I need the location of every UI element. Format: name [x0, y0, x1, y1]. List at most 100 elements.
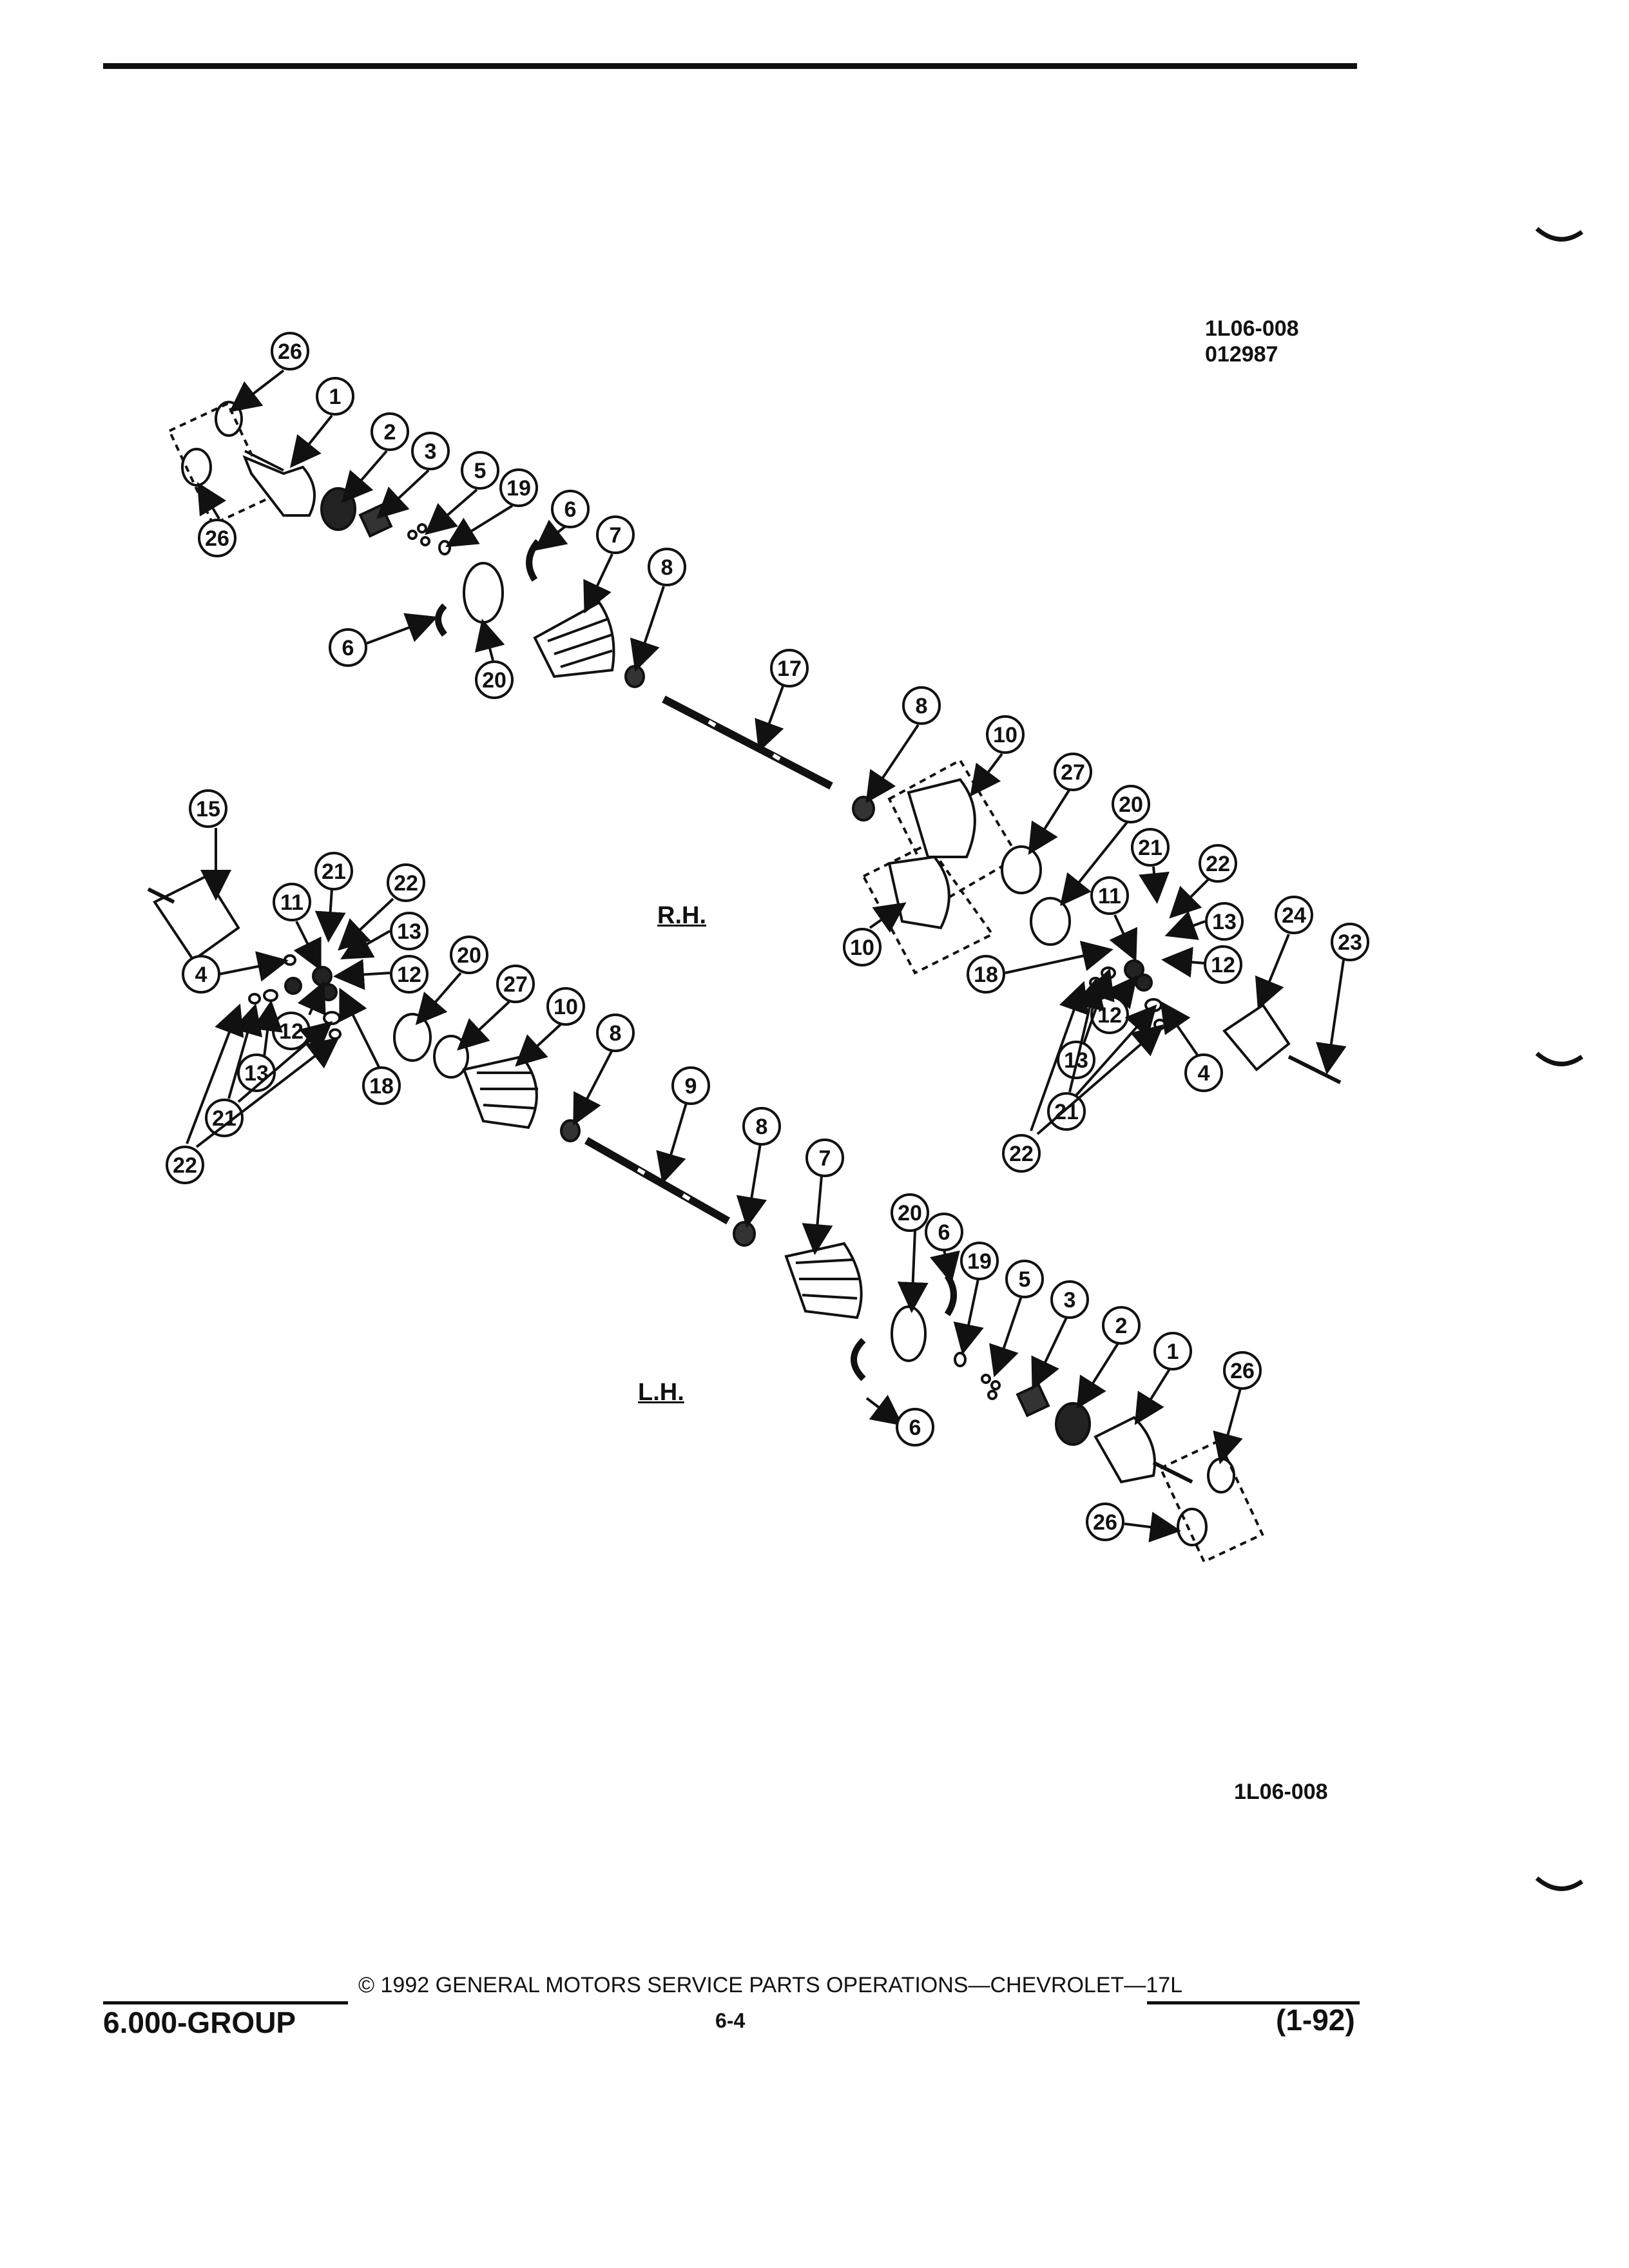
footer-rule-left [103, 2001, 348, 2004]
callout-8-rh-upper: 8 [630, 548, 686, 672]
svg-text:1: 1 [329, 385, 342, 409]
svg-text:4: 4 [1198, 1061, 1210, 1086]
rh-halfshaft [662, 695, 833, 790]
svg-text:27: 27 [503, 972, 528, 997]
callout-8-lh-lower: 8 [736, 1107, 781, 1228]
callout-3-rh: 3 [376, 432, 450, 519]
lh-retainer-8b [733, 1221, 756, 1247]
svg-text:3: 3 [1064, 1288, 1076, 1312]
svg-text:13: 13 [397, 919, 421, 944]
lh-inner-race [1016, 1383, 1050, 1418]
figure-id: 1L06-008 [1205, 316, 1299, 341]
footer-date-code: (1-92) [1276, 2003, 1355, 2037]
svg-text:12: 12 [279, 1019, 304, 1044]
rh-retainer-8b [852, 796, 875, 822]
callout-22-lh-bottom: 22 [166, 1003, 340, 1184]
callout-10-rh-lower: 10 [843, 902, 907, 966]
lh-cage [1055, 1402, 1091, 1446]
svg-text:26: 26 [278, 340, 302, 364]
callout-15: 15 [189, 789, 231, 901]
callout-27-lh: 27 [457, 965, 535, 1051]
lh-seal-outer [1207, 1457, 1235, 1494]
lh-seal-27 [433, 1035, 469, 1079]
svg-text:18: 18 [369, 1074, 394, 1099]
callout-12-lh-bottom: 12 [272, 981, 326, 1050]
callout-8-lh-upper: 8 [573, 1014, 635, 1126]
svg-text:19: 19 [967, 1249, 992, 1274]
svg-text:24: 24 [1282, 903, 1306, 928]
lh-outer-cv-housing [1094, 1416, 1156, 1484]
callout-26-lh-top: 26 [1213, 1351, 1262, 1465]
svg-text:7: 7 [819, 1146, 831, 1171]
svg-text:21: 21 [1138, 836, 1162, 860]
svg-text:26: 26 [1093, 1510, 1117, 1535]
callout-7-lh: 7 [802, 1139, 844, 1255]
rh-seal-dashed-box [168, 401, 273, 526]
callout-group: 26 26 1 2 3 5 19 6 7 8 6 20 17 8 10 27 2… [166, 332, 1369, 1542]
left-hand-label: L.H. [638, 1379, 684, 1406]
callout-21-lh-top: 21 [314, 852, 353, 943]
svg-text:26: 26 [1230, 1359, 1255, 1383]
rh-seal-inner [181, 448, 212, 486]
rh-outer-cv-housing [242, 455, 316, 517]
svg-text:2: 2 [1115, 1314, 1128, 1338]
callout-10-rh-upper: 10 [970, 715, 1025, 797]
callout-12-rh-right: 12 [1161, 945, 1242, 984]
svg-text:2: 2 [384, 420, 396, 445]
callout-20-lh-upper: 20 [415, 936, 488, 1026]
footer-rule-right [1147, 2001, 1360, 2004]
lh-halfshaft [584, 1137, 730, 1225]
svg-text:9: 9 [685, 1074, 697, 1099]
lh-seal-inner [1177, 1508, 1208, 1546]
svg-text:12: 12 [1211, 953, 1235, 977]
rh-inner-housing [1222, 1003, 1291, 1072]
callout-9: 9 [656, 1066, 710, 1184]
callout-27-rh: 27 [1028, 753, 1092, 855]
header-rule [103, 63, 1357, 69]
svg-text:5: 5 [1019, 1267, 1031, 1292]
svg-text:27: 27 [1061, 760, 1085, 785]
callout-5-rh: 5 [424, 451, 499, 535]
callout-23: 23 [1316, 923, 1369, 1075]
callout-18-lh: 18 [339, 987, 401, 1105]
svg-text:13: 13 [1212, 910, 1237, 934]
callout-20-rh-lower: 20 [1060, 785, 1150, 907]
callout-17: 17 [755, 649, 809, 753]
svg-text:6: 6 [564, 497, 577, 522]
svg-text:20: 20 [457, 943, 481, 968]
svg-text:22: 22 [173, 1153, 197, 1178]
svg-text:15: 15 [196, 797, 220, 822]
callout-26-lh-bottom: 26 [1086, 1503, 1181, 1542]
callout-22-rh-bottom: 22 [1002, 981, 1164, 1173]
callout-26-rh-bottom: 26 [197, 482, 236, 557]
callout-22-rh-top: 22 [1169, 844, 1237, 919]
svg-text:22: 22 [1009, 1142, 1034, 1166]
svg-text:23: 23 [1338, 930, 1362, 955]
rh-ring-20 [463, 562, 504, 624]
callout-20-lh-lower: 20 [891, 1193, 929, 1313]
callout-22-lh-top: 22 [338, 863, 425, 951]
svg-text:22: 22 [394, 871, 418, 896]
svg-text:6: 6 [938, 1220, 950, 1245]
footer-group: 6.000-GROUP [103, 2006, 296, 2039]
rh-clamp-upper [526, 539, 541, 582]
svg-text:10: 10 [993, 723, 1017, 747]
lh-boot-inner [462, 1055, 538, 1129]
svg-text:20: 20 [482, 668, 506, 693]
svg-text:19: 19 [506, 476, 531, 501]
svg-text:20: 20 [1119, 793, 1143, 817]
callout-26-rh-top: 26 [229, 332, 309, 412]
callout-10-lh: 10 [515, 987, 585, 1067]
svg-text:4: 4 [195, 963, 207, 987]
rh-inner-boot-box-b [862, 842, 994, 975]
svg-text:10: 10 [554, 995, 578, 1019]
callout-1-lh: 1 [1134, 1332, 1192, 1425]
binding-hole-mark-bottom [1535, 1876, 1584, 1891]
callout-24: 24 [1255, 896, 1313, 1010]
svg-text:5: 5 [474, 459, 487, 483]
svg-text:8: 8 [610, 1021, 622, 1046]
callout-13-lh-bottom: 13 [237, 1000, 283, 1092]
right-hand-label: R.H. [657, 902, 706, 929]
svg-text:11: 11 [1098, 884, 1121, 908]
